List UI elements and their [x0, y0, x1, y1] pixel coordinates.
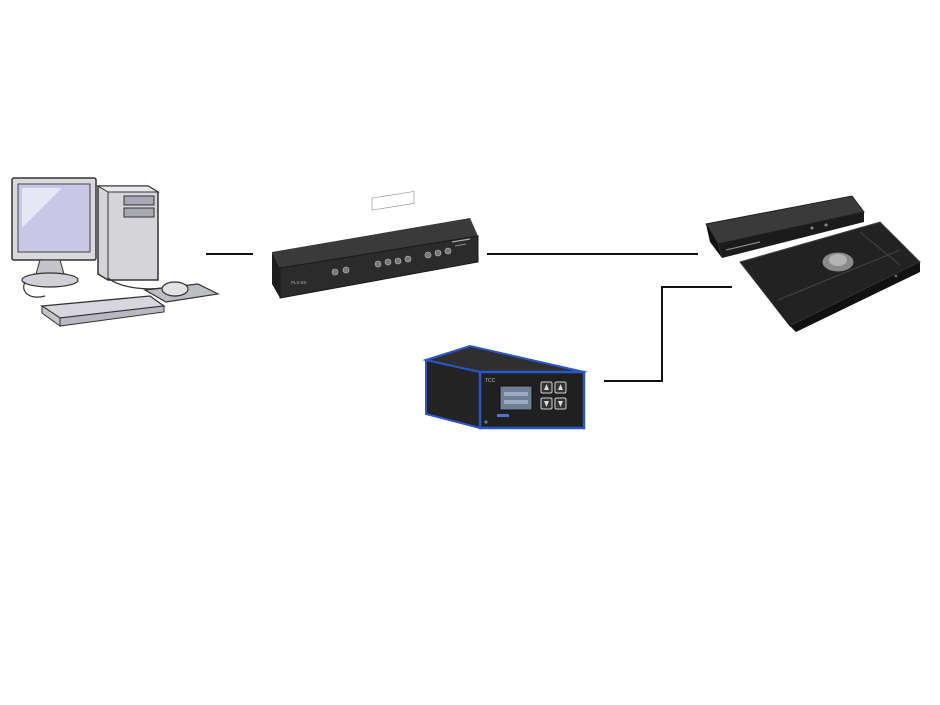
- tcc-front-label: TCC: [485, 378, 496, 384]
- connection-lines: [206, 253, 732, 382]
- motorized-microscope-stage-icon: [705, 195, 921, 332]
- controller-front-label: PLS-8X: [291, 280, 307, 285]
- rack-controller-unit-icon: PLS-8X: [272, 191, 479, 299]
- temperature-controller-box-icon: TCC: [422, 344, 588, 430]
- connector-tcc-to-stage: [604, 286, 732, 382]
- desktop-computer-icon: [11, 177, 220, 327]
